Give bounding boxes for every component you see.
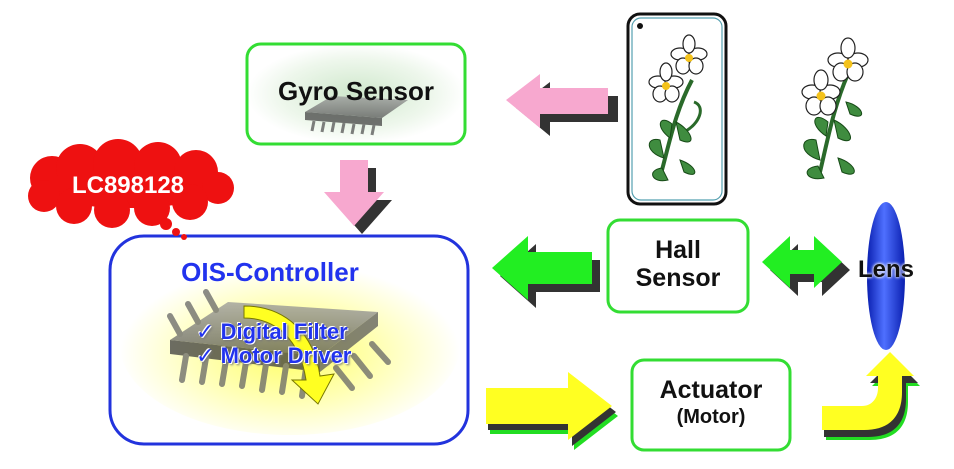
lens-label: Lens	[857, 256, 914, 283]
smartphone-icon	[626, 12, 728, 206]
lens-shape	[867, 202, 905, 350]
actuator-node	[630, 358, 792, 452]
scene-flower-icon	[801, 37, 869, 180]
arrow-actuator-to-lens	[822, 352, 920, 440]
arrow-image-to-gyro	[506, 74, 618, 136]
hall-sensor-label-line1: Hall	[655, 236, 701, 264]
actuator-sublabel: (Motor)	[676, 406, 746, 428]
arrow-controller-to-actuator	[486, 372, 618, 450]
gyro-sensor-node	[245, 42, 467, 146]
gyro-sensor-label: Gyro Sensor	[277, 76, 435, 106]
arrow-hall-lens-double	[762, 236, 850, 296]
ois-feature-digital-filter: ✓ Digital Filter	[196, 320, 351, 344]
check-icon: ✓	[196, 343, 215, 368]
controller-chip-icon	[167, 289, 391, 399]
chip-callout-label: LC898128	[71, 172, 185, 199]
ois-feature-motor-driver: ✓ Motor Driver	[196, 344, 351, 368]
check-icon: ✓	[196, 319, 215, 344]
actuator-label: Actuator	[659, 376, 763, 404]
arrow-gyro-to-controller	[324, 160, 392, 234]
hall-sensor-label-line2: Sensor	[635, 264, 721, 292]
arrow-hall-to-controller	[492, 236, 600, 308]
chip-callout-cloud	[28, 139, 234, 240]
ois-controller-title: OIS-Controller	[181, 257, 359, 287]
signal-flow-arrow	[243, 305, 335, 405]
hall-sensor-node	[606, 218, 750, 314]
feature-text: Motor Driver	[220, 343, 352, 368]
feature-text: Digital Filter	[220, 319, 348, 344]
gyro-chip-icon	[305, 96, 408, 136]
ois-feature-list: ✓ Digital Filter ✓ Motor Driver	[196, 320, 351, 368]
flower-icon	[648, 34, 708, 182]
ois-controller-node	[108, 234, 470, 446]
